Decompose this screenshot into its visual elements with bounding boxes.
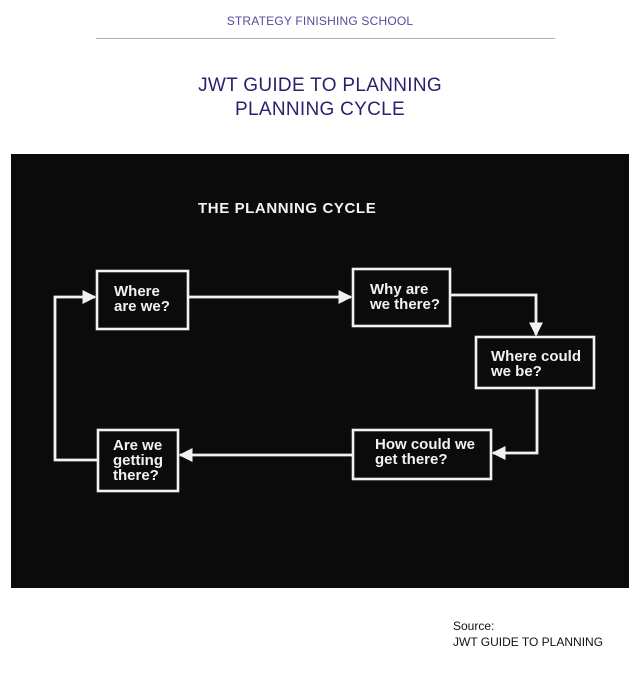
node-label-line: How could we	[375, 436, 475, 453]
title-line-1: JWT GUIDE TO PLANNING	[198, 75, 442, 96]
header-divider	[96, 38, 555, 39]
edge-where-could-we-be-to-how-could-we-get-there	[491, 388, 539, 460]
node-label-line: getting	[113, 452, 163, 469]
node-label-line: Are we	[113, 437, 162, 454]
page-title: JWT GUIDE TO PLANNING PLANNING CYCLE	[0, 74, 640, 122]
source-note: Source: JWT GUIDE TO PLANNING	[453, 618, 603, 650]
node-label-line: Where could	[491, 348, 581, 365]
node-label-line: we there?	[369, 296, 440, 313]
title-line-2: PLANNING CYCLE	[235, 99, 405, 120]
node-box	[95, 269, 190, 331]
node-box	[351, 267, 452, 328]
source-text: JWT GUIDE TO PLANNING	[453, 635, 604, 649]
node-label-line: there?	[113, 467, 159, 484]
node-label-line: are we?	[114, 298, 170, 315]
node-label-line: Why are	[370, 281, 428, 298]
source-label: Source:	[453, 619, 495, 633]
node-label-line: we be?	[490, 363, 542, 380]
edge-are-we-getting-there-to-where-are-we	[53, 290, 98, 462]
edge-why-are-we-there-to-where-could-we-be	[450, 293, 543, 337]
header-label: STRATEGY FINISHING SCHOOL	[226, 14, 414, 28]
node-label-line: get there?	[375, 451, 448, 468]
node-box	[474, 335, 596, 390]
diagram-heading: THE PLANNING CYCLE	[198, 200, 376, 217]
node-label-line: Where	[114, 283, 160, 300]
